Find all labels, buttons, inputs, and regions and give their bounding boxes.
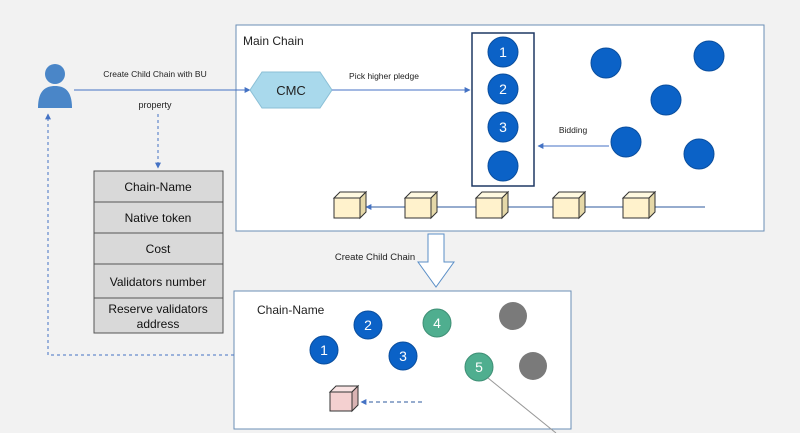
ranked-node-3: 3 [487, 111, 519, 143]
svg-text:4: 4 [433, 315, 441, 331]
main-chain-block [551, 190, 587, 220]
property-chain-name: Chain-Name [124, 180, 192, 194]
child-chain-title: Chain-Name [257, 303, 325, 317]
main-chain-block [332, 190, 368, 220]
main-chain-title: Main Chain [243, 34, 304, 48]
svg-text:1: 1 [499, 44, 507, 60]
bidding-node [650, 84, 682, 116]
child-validator-1: 1 [309, 335, 339, 365]
bidding-label: Bidding [559, 125, 588, 135]
svg-text:2: 2 [499, 81, 507, 97]
main-chain-block [621, 190, 657, 220]
child-validator-3: 3 [388, 341, 418, 371]
svg-text:3: 3 [399, 348, 407, 364]
ranked-node-2: 2 [487, 73, 519, 105]
bidding-node [683, 138, 715, 170]
child-validator-5: 5 [464, 352, 494, 382]
bidding-node [590, 47, 622, 79]
create-child-with-bu-label: Create Child Chain with BU [103, 69, 206, 79]
ranked-candidates-box [471, 32, 535, 187]
ranked-node-1: 1 [487, 36, 519, 68]
property-reserve-validators: Reserve validators [108, 302, 207, 316]
create-child-chain-label: Create Child Chain [335, 252, 415, 263]
property-cost: Cost [146, 242, 171, 256]
cmc-label: CMC [276, 83, 306, 98]
main-chain-block [474, 190, 510, 220]
child-chain-block [328, 384, 360, 413]
property-address: address [137, 317, 180, 331]
reserve-validator [499, 302, 527, 330]
property-label: property [138, 100, 172, 110]
properties-table: Chain-Name Native token Cost Validators … [93, 170, 224, 334]
child-validator-4: 4 [422, 308, 452, 338]
svg-text:5: 5 [475, 359, 483, 375]
property-native-token: Native token [125, 211, 192, 225]
svg-text:3: 3 [499, 119, 507, 135]
ranked-node-4 [487, 150, 519, 182]
bidding-node [693, 40, 725, 72]
property-validators-number: Validators number [110, 275, 207, 289]
user-icon [38, 64, 72, 108]
svg-text:1: 1 [320, 342, 328, 358]
child-to-user-return-arrow [45, 113, 234, 356]
pick-higher-pledge-label: Pick higher pledge [349, 71, 419, 81]
svg-text:2: 2 [364, 317, 372, 333]
child-validator-2: 2 [353, 310, 383, 340]
main-chain-block [403, 190, 439, 220]
create-child-arrow [417, 233, 455, 288]
validator-5-callout-line [487, 377, 557, 433]
bidding-node [610, 126, 642, 158]
reserve-validator [519, 352, 547, 380]
